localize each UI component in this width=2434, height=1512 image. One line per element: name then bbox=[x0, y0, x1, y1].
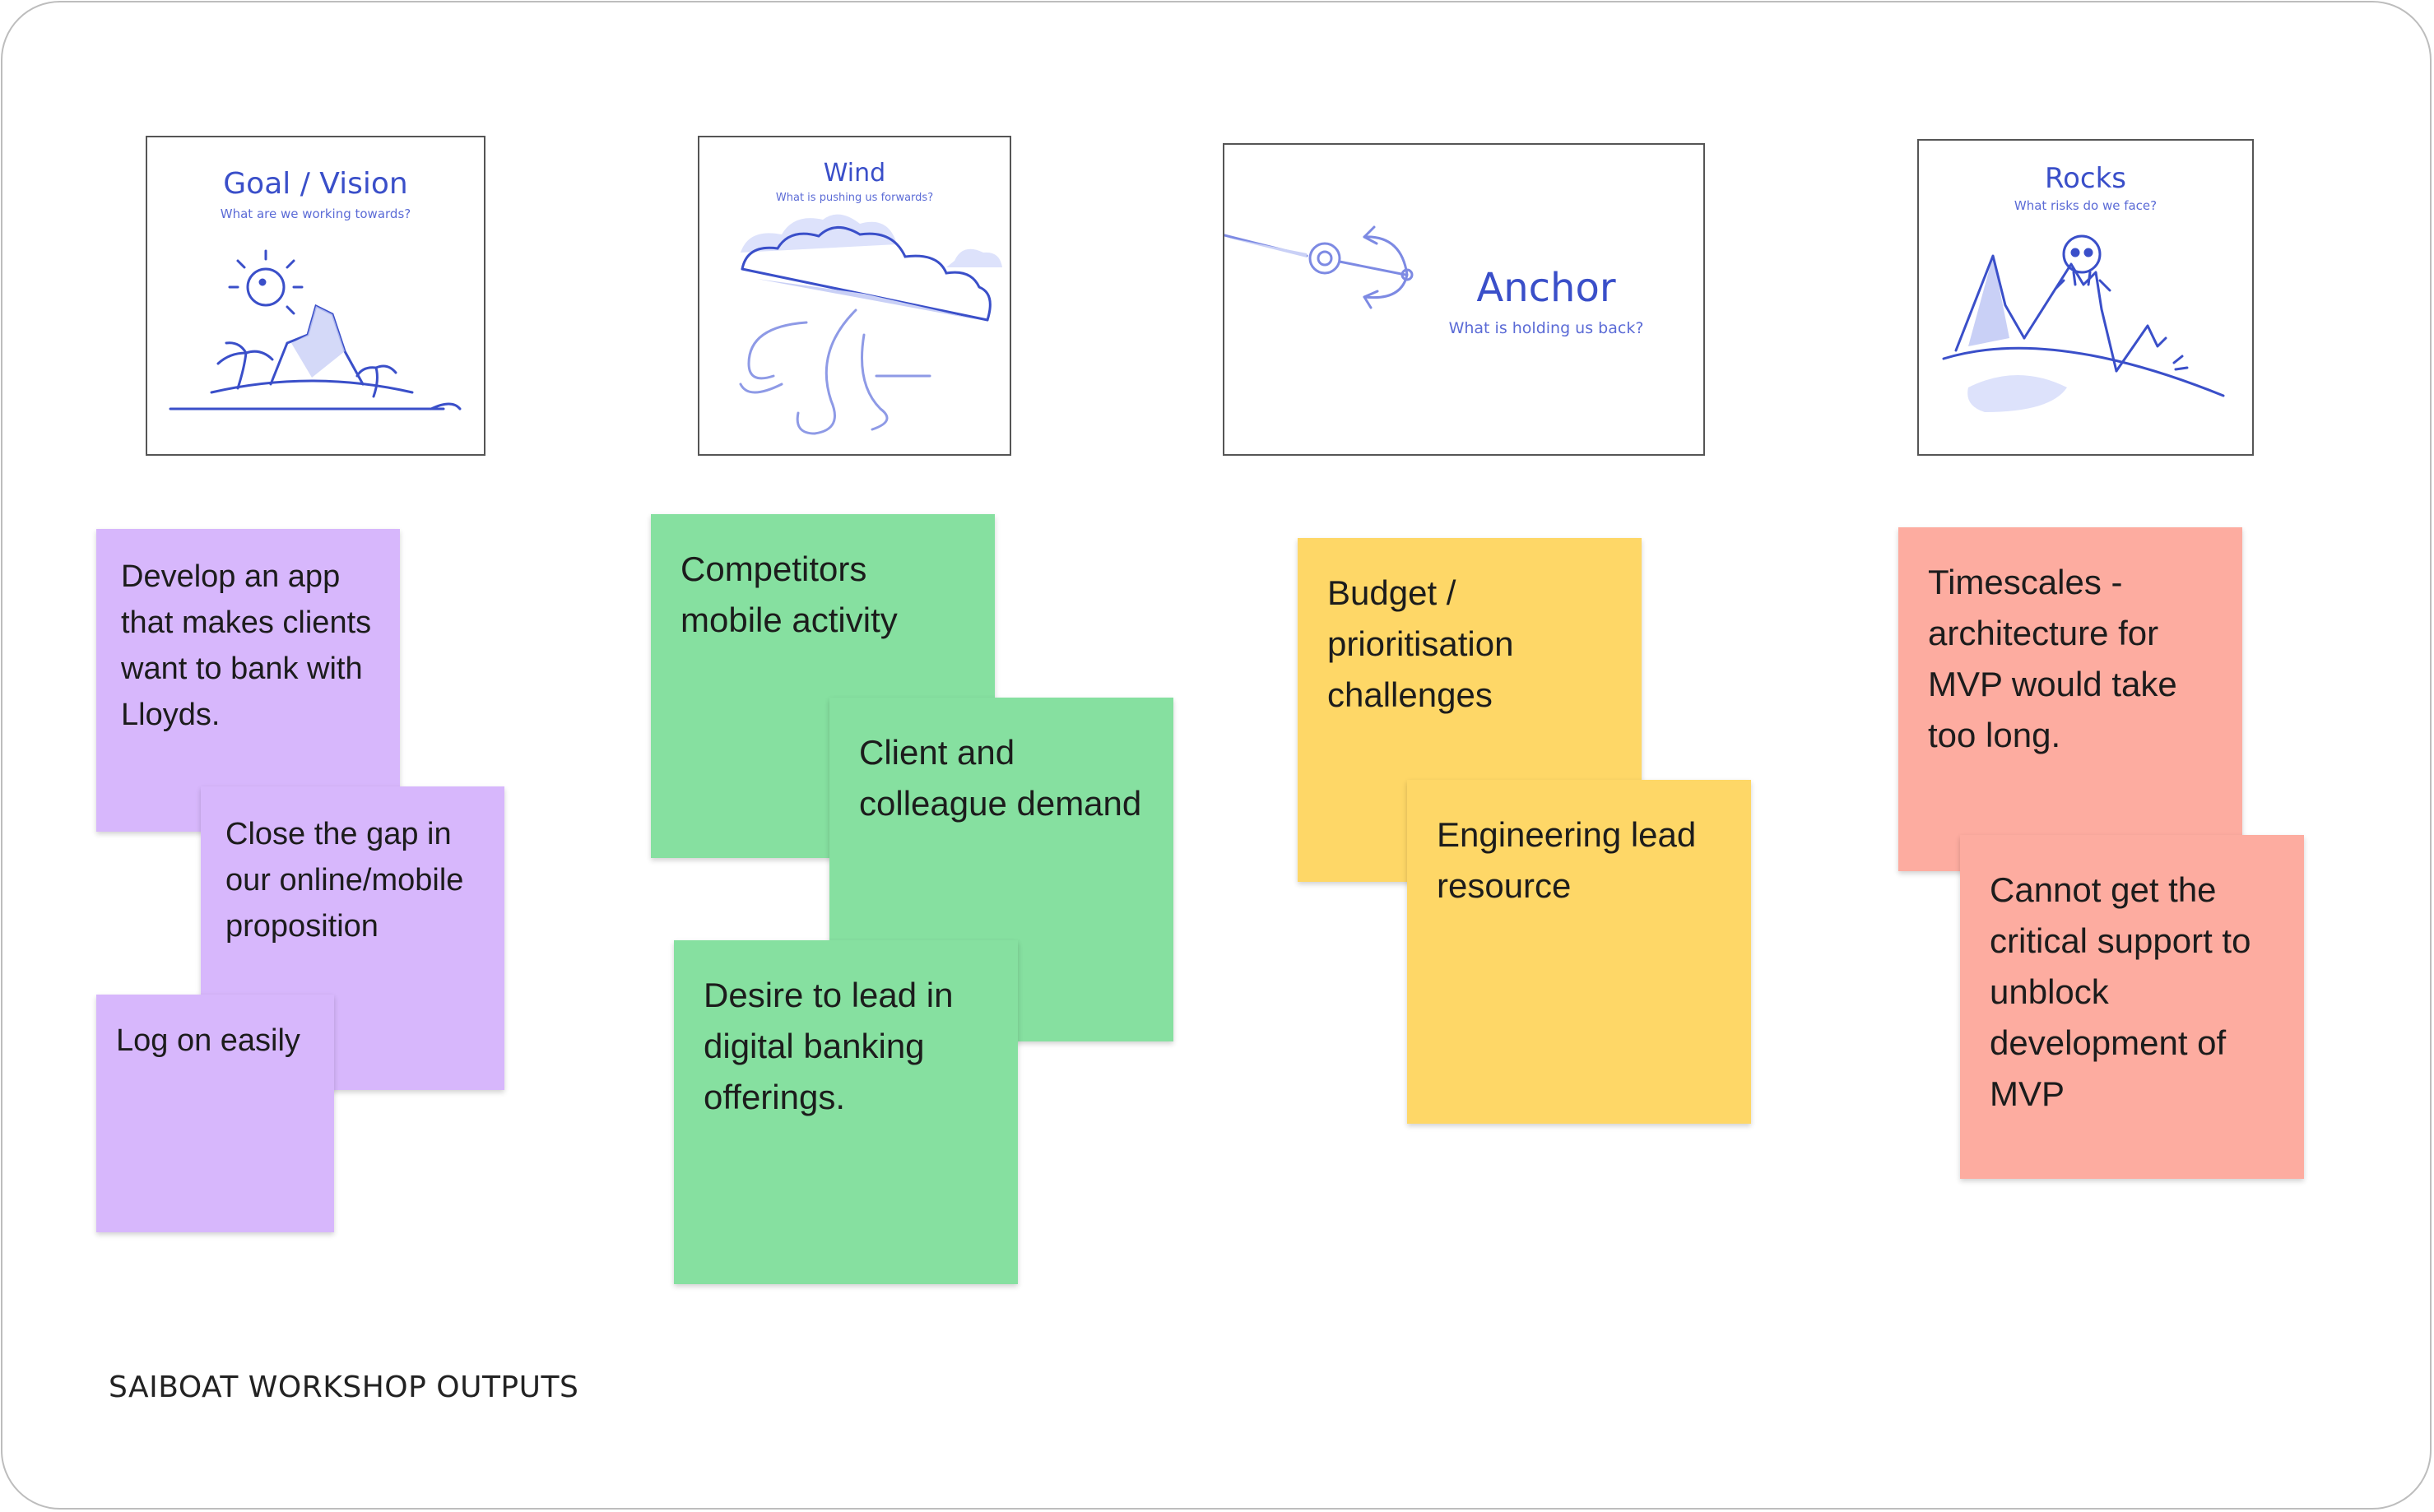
anchor-icon bbox=[1224, 225, 1414, 309]
island-icon bbox=[169, 249, 462, 410]
sticky-note-text: Cannot get the critical support to unblo… bbox=[1990, 870, 2251, 1113]
goal-vision-title: Goal / Vision bbox=[223, 167, 408, 201]
sticky-note-text: Client and colleague demand bbox=[859, 733, 1142, 823]
rocks-card[interactable]: Rocks What risks do we face? bbox=[1917, 139, 2254, 456]
sticky-note-goal-2[interactable]: Close the gap in our online/mobile propo… bbox=[201, 786, 504, 1090]
goal-vision-subtitle: What are we working towards? bbox=[220, 206, 411, 221]
sticky-note-text: Timescales - architecture for MVP would … bbox=[1928, 563, 2177, 754]
anchor-card[interactable]: Anchor What is holding us back? bbox=[1223, 143, 1705, 456]
sticky-note-text: Develop an app that makes clients want t… bbox=[121, 559, 372, 732]
sticky-note-goal-1[interactable]: Develop an app that makes clients want t… bbox=[96, 529, 400, 832]
rocks-title: Rocks bbox=[2045, 162, 2126, 195]
rocks-subtitle: What risks do we face? bbox=[2014, 198, 2158, 213]
sticky-note-text: Engineering lead resource bbox=[1437, 815, 1697, 905]
cloud-wind-icon bbox=[739, 214, 1002, 435]
board-caption: SAIBOAT WORKSHOP OUTPUTS bbox=[109, 1371, 579, 1404]
sticky-note-text: Competitors mobile activity bbox=[680, 550, 898, 639]
goal-vision-card[interactable]: Goal / Vision What are we working toward… bbox=[146, 136, 485, 456]
wind-card[interactable]: Wind What is pushing us forwards? bbox=[698, 136, 1011, 456]
sticky-note-goal-3[interactable]: Log on easily bbox=[96, 995, 334, 1232]
anchor-subtitle: What is holding us back? bbox=[1448, 319, 1644, 337]
sticky-note-rocks-2[interactable]: Cannot get the critical support to unblo… bbox=[1960, 835, 2304, 1179]
wind-title: Wind bbox=[823, 159, 886, 188]
sticky-note-text: Desire to lead in digital banking offeri… bbox=[704, 976, 954, 1116]
wind-subtitle: What is pushing us forwards? bbox=[775, 192, 934, 204]
sticky-note-text: Budget / prioritisation challenges bbox=[1327, 573, 1514, 714]
anchor-title: Anchor bbox=[1476, 265, 1616, 311]
rocks-skull-icon bbox=[1942, 234, 2225, 412]
sticky-note-rocks-1[interactable]: Timescales - architecture for MVP would … bbox=[1898, 527, 2242, 871]
sticky-note-text: Close the gap in our online/mobile propo… bbox=[225, 817, 464, 944]
sticky-note-wind-3[interactable]: Desire to lead in digital banking offeri… bbox=[674, 940, 1018, 1284]
sticky-note-text: Log on easily bbox=[116, 1023, 300, 1058]
sticky-note-anchor-2[interactable]: Engineering lead resource bbox=[1407, 780, 1751, 1124]
